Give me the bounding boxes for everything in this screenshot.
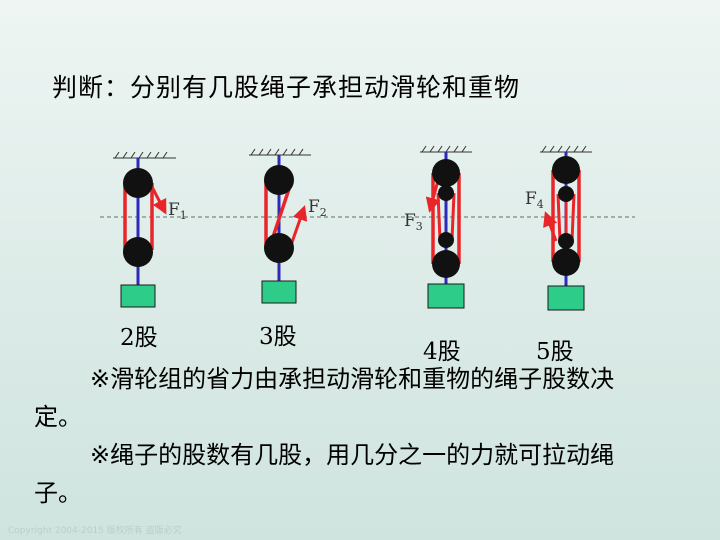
ceiling-mount bbox=[420, 145, 472, 153]
ceiling-mount bbox=[249, 148, 311, 156]
copyright-footer: Copyright 2004-2015 版权所有 盗版必究 bbox=[8, 526, 182, 536]
note-text-1: ※滑轮组的省力由承担动滑轮和重物的绳子股数决定。 bbox=[34, 365, 615, 431]
movable-pulley bbox=[264, 233, 294, 263]
weight-block bbox=[547, 285, 585, 311]
pulley-system-3: F3 bbox=[404, 145, 472, 309]
fixed-pulley bbox=[123, 168, 153, 198]
pulley-system-1: F1 bbox=[113, 151, 187, 308]
note-paragraph-1: ※滑轮组的省力由承担动滑轮和重物的绳子股数决定。 bbox=[34, 360, 654, 436]
fixed-pulley bbox=[432, 159, 460, 187]
weight-block bbox=[261, 280, 297, 304]
strand-count-2: 3股 bbox=[259, 324, 297, 350]
strand-count-4: 5股 bbox=[536, 339, 574, 365]
ceiling-mount bbox=[540, 145, 592, 153]
ceiling-mount bbox=[113, 151, 176, 159]
movable-pulley bbox=[432, 250, 460, 278]
fixed-pulley-small bbox=[438, 185, 454, 201]
strand-count-1: 2股 bbox=[120, 325, 158, 351]
note-text-2: ※绳子的股数有几股，用几分之一的力就可拉动绳子。 bbox=[34, 441, 615, 507]
pull-rope bbox=[148, 182, 167, 215]
strand-count-3: 4股 bbox=[423, 339, 461, 365]
rope bbox=[570, 193, 576, 242]
pull-rope bbox=[543, 211, 558, 242]
force-label-f1: F1 bbox=[168, 200, 187, 222]
rope bbox=[436, 192, 442, 241]
pulley-system-4: F4 bbox=[525, 145, 592, 311]
movable-pulley-small bbox=[438, 232, 454, 248]
fixed-pulley bbox=[552, 156, 580, 184]
page-title: 判断：分别有几股绳子承担动滑轮和重物 bbox=[52, 73, 521, 102]
weight-block bbox=[120, 284, 156, 308]
rope bbox=[556, 193, 562, 242]
fixed-pulley-small bbox=[558, 186, 574, 202]
movable-pulley-small bbox=[558, 233, 574, 249]
force-label-f2: F2 bbox=[308, 197, 327, 219]
movable-pulley bbox=[123, 237, 153, 267]
pulley-system-2: F2 bbox=[249, 148, 327, 304]
force-label-f4: F4 bbox=[525, 189, 544, 211]
note-paragraph-2: ※绳子的股数有几股，用几分之一的力就可拉动绳子。 bbox=[34, 436, 654, 512]
fixed-pulley bbox=[264, 165, 294, 195]
weight-block bbox=[427, 283, 465, 309]
rope bbox=[450, 192, 456, 241]
movable-pulley bbox=[552, 248, 580, 276]
force-label-f3: F3 bbox=[404, 211, 423, 233]
